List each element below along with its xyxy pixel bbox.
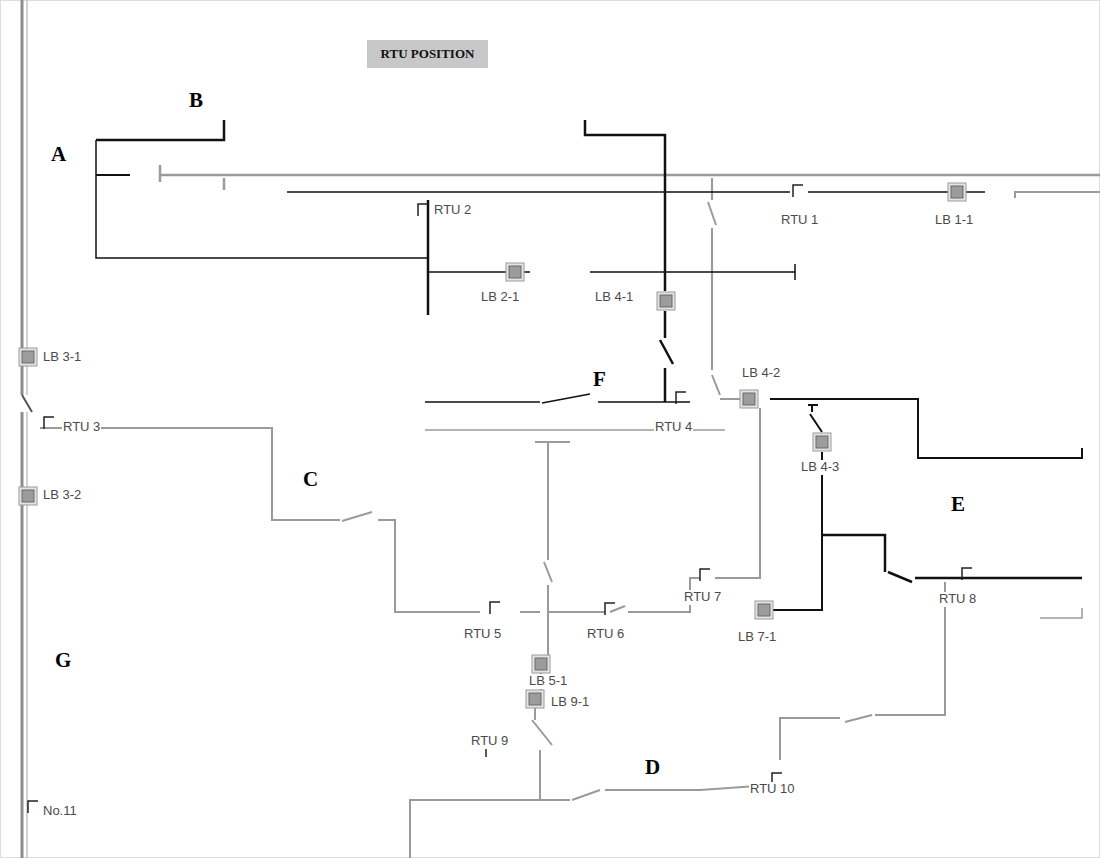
device-label: LB 1-1 [934,213,974,228]
device-label: RTU 1 [780,213,819,228]
device-label: RTU 8 [938,592,977,607]
device-label: LB 5-1 [528,674,568,689]
device-label: LB 2-1 [480,290,520,305]
switch-symbol [19,183,972,813]
device-label: LB 4-2 [741,366,781,381]
device-label: RTU 2 [433,203,472,218]
device-label: LB 3-1 [42,350,82,365]
device-label: RTU 9 [470,734,509,749]
device-label: LB 4-3 [800,460,840,475]
section-letter: B [188,88,204,112]
device-label: RTU 5 [463,627,502,642]
device-label: RTU 7 [683,590,722,605]
device-label: RTU 10 [749,782,796,797]
device-label: LB 7-1 [737,630,777,645]
title-banner: RTU POSITION [367,40,488,68]
feeder-line [22,0,32,858]
device-label: RTU 3 [62,420,101,435]
black-line [96,120,1082,610]
section-letter: G [54,648,72,672]
section-letter: C [302,467,319,491]
device-label: No.11 [42,804,78,819]
section-letter: E [950,492,966,516]
section-letter: D [644,755,661,779]
device-label: LB 3-2 [42,488,82,503]
device-label: RTU 6 [586,627,625,642]
device-label: LB 9-1 [550,695,590,710]
device-label: RTU 4 [654,420,693,435]
device-label: LB 4-1 [594,290,634,305]
section-letter: A [50,142,67,166]
grey-bus [40,165,1100,858]
section-letter: F [592,367,607,391]
